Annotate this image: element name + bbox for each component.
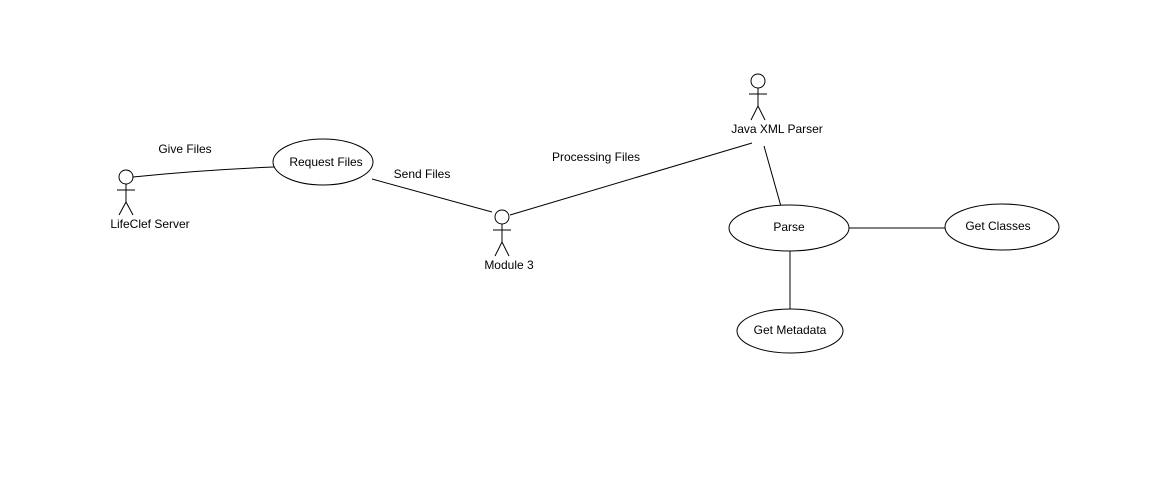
- edge-module3-to-java-xml-parser: [509, 142, 753, 216]
- use-case-parse[interactable]: Parse: [728, 204, 850, 252]
- use-case-label: Parse: [773, 220, 805, 234]
- use-case-label: Request Files: [289, 155, 362, 169]
- actor-label: Module 3: [484, 258, 534, 272]
- use-case-label: Get Classes: [965, 219, 1030, 233]
- actor-module3[interactable]: Module 3: [484, 209, 534, 272]
- edge-label-processing-files: Processing Files: [552, 150, 640, 164]
- use-case-label: Get Metadata: [754, 323, 827, 337]
- edge-label-give-files: Give Files: [158, 142, 211, 156]
- stick-figure-icon: [749, 73, 767, 121]
- edge-java-xml-parser-to-parse: [763, 145, 783, 211]
- stick-figure-icon: [493, 209, 511, 257]
- actor-label: LifeClef Server: [110, 217, 189, 231]
- use-case-request-files[interactable]: Request Files: [272, 138, 374, 186]
- edge-request-files-to-module3: [371, 178, 493, 213]
- stick-figure-icon: [117, 169, 135, 216]
- actor-label: Java XML Parser: [731, 122, 823, 136]
- use-case-get-classes[interactable]: Get Classes: [944, 203, 1060, 251]
- edge-lifeclef-to-request-files: [132, 166, 275, 178]
- use-case-get-metadata[interactable]: Get Metadata: [736, 308, 844, 354]
- actor-lifeclef-server[interactable]: LifeClef Server: [110, 169, 190, 231]
- edge-label-send-files: Send Files: [394, 167, 451, 181]
- actor-java-xml-parser[interactable]: Java XML Parser: [731, 73, 823, 136]
